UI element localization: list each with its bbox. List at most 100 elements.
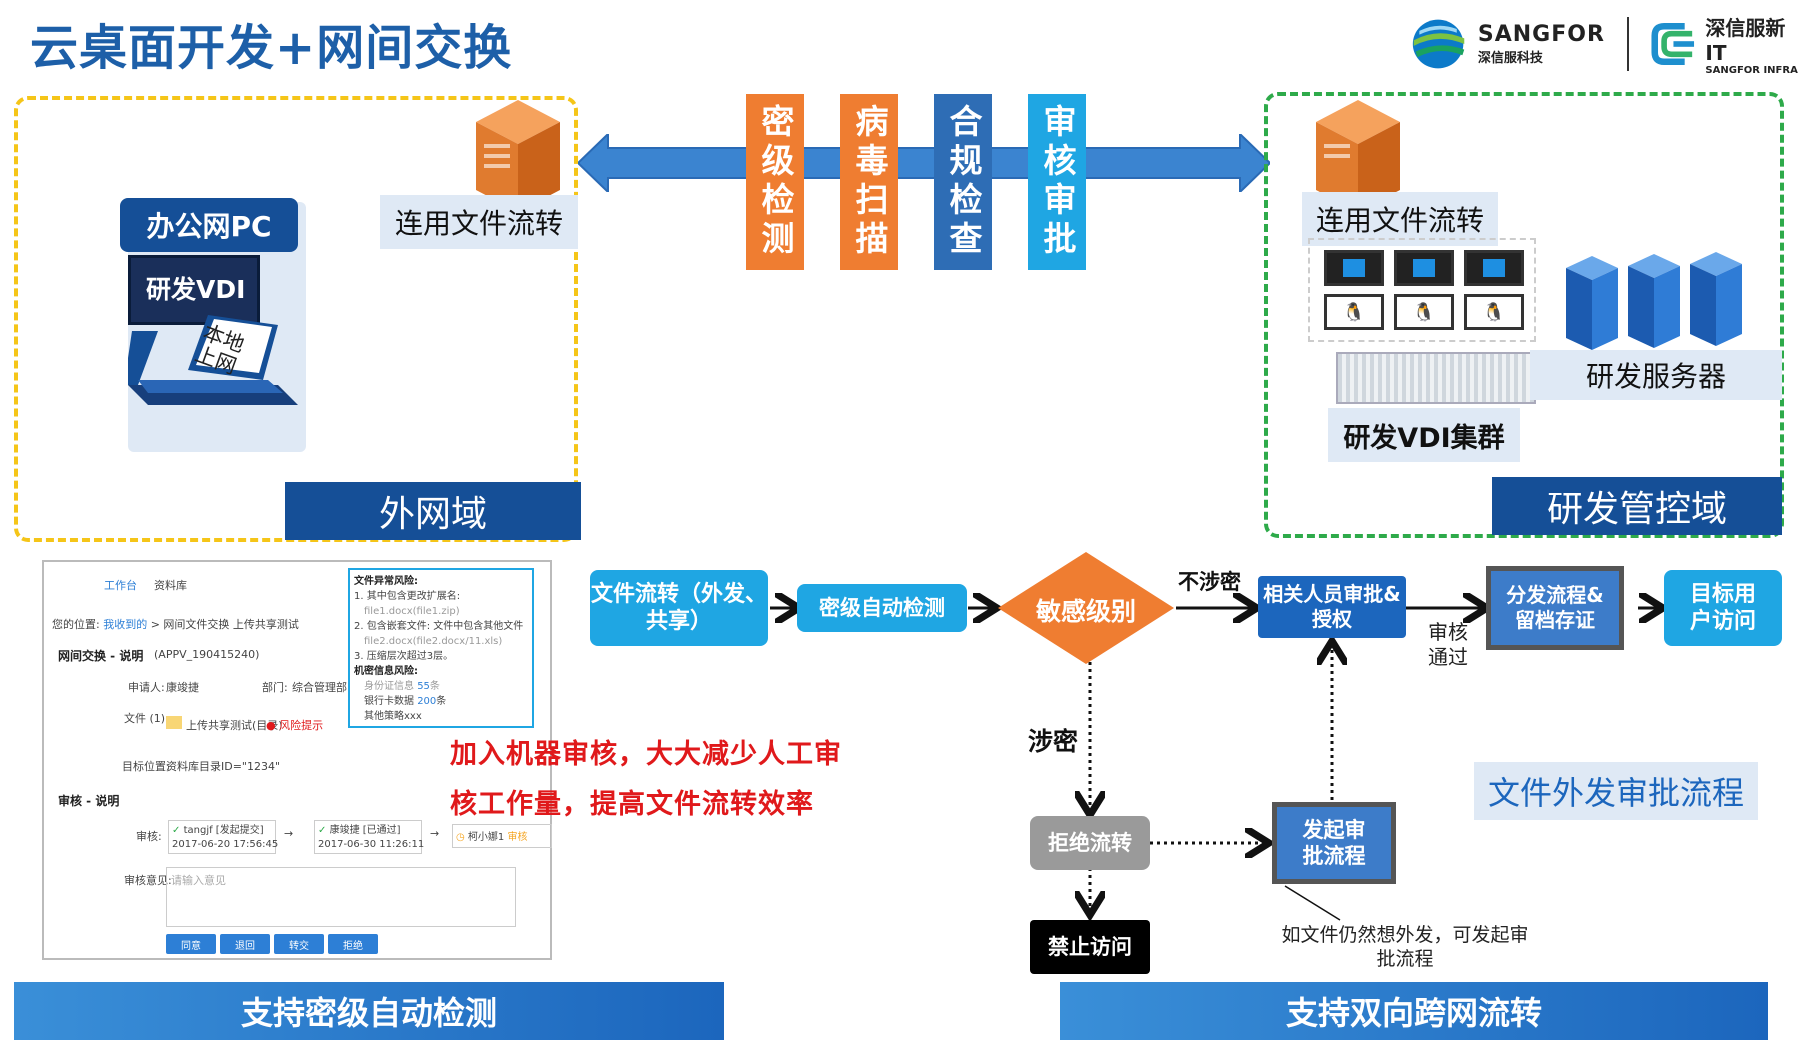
review-step-3: ◷ 柯小娜1 审核 bbox=[452, 824, 552, 848]
linux-icon: 🐧 bbox=[1324, 294, 1384, 330]
breadcrumb-prefix: 您的位置: bbox=[52, 618, 100, 631]
risk-popup: 文件异常风险: 1. 其中包含更改扩展名: file1.docx(file1.z… bbox=[348, 568, 534, 728]
sangfor-sub: 深信服科技 bbox=[1477, 51, 1543, 66]
dept-value: 综合管理部 bbox=[292, 681, 347, 694]
windows-icon bbox=[1464, 250, 1524, 286]
file-transfer-node: 文件流转（外发、共享） bbox=[590, 570, 768, 646]
popup-title2: 机密信息风险: bbox=[354, 666, 418, 677]
target-user-node: 目标用户访问 bbox=[1664, 570, 1782, 646]
red-note-line1: 加入机器审核，大大减少人工审 bbox=[450, 739, 842, 770]
audit-approval-tag: 审核审批 bbox=[1028, 94, 1086, 270]
step1-time: 2017-06-20 17:56:45 bbox=[172, 839, 279, 850]
file-name[interactable]: 上传共享测试(目录) bbox=[186, 719, 283, 732]
popup-other: 其他策略xxx bbox=[364, 711, 422, 722]
infra-logo-icon bbox=[1651, 22, 1694, 66]
popup-bank-label: 银行卡数据 bbox=[364, 696, 414, 707]
linux-icon: 🐧 bbox=[1464, 294, 1524, 330]
office-pc-label: 办公网PC bbox=[120, 198, 298, 252]
approval-screenshot: 工作台 资料库 您的位置: 我收到的 > 网间文件交换 上传共享测试 网间交换 … bbox=[42, 560, 552, 960]
transfer-button[interactable]: 转交 bbox=[274, 934, 324, 954]
windows-icon bbox=[1324, 250, 1384, 286]
sangfor-globe-icon bbox=[1412, 19, 1465, 69]
vdi-label: 研发VDI bbox=[146, 275, 246, 304]
section2-title: 审核 - 说明 bbox=[58, 794, 120, 808]
server-left-icon bbox=[476, 100, 560, 212]
step3-tag: 审核 bbox=[507, 832, 528, 843]
folder-icon bbox=[166, 716, 182, 729]
reject-node: 拒绝流转 bbox=[1030, 816, 1150, 870]
dept-label: 部门: bbox=[262, 681, 288, 694]
section1-code: (APPV_190415240) bbox=[154, 648, 260, 661]
rd-servers-icon bbox=[1566, 252, 1742, 350]
tag-text: 密级检测 bbox=[755, 104, 795, 260]
not-secret-label: 不涉密 bbox=[1178, 570, 1241, 594]
bottom-right-banner: 支持双向跨网流转 bbox=[1060, 982, 1768, 1040]
rd-zone-border bbox=[1264, 92, 1784, 538]
target-label: 目标位置: bbox=[122, 760, 170, 773]
rd-zone-label: 研发管控域 bbox=[1492, 477, 1782, 535]
applicant-label: 申请人: bbox=[128, 681, 165, 694]
auto-detect-node: 密级自动检测 bbox=[797, 584, 967, 632]
tag-text: 合规检查 bbox=[943, 104, 983, 260]
popup-title1: 文件异常风险: bbox=[354, 576, 418, 587]
server-right-icon bbox=[1316, 100, 1400, 212]
vdi-cluster-server bbox=[1336, 352, 1536, 404]
sangfor-name: SANGFOR bbox=[1477, 22, 1605, 47]
external-zone-label: 外网域 bbox=[285, 482, 581, 540]
risk-tip-text: 风险提示 bbox=[279, 719, 324, 732]
step1-name: tangjf [发起提交] bbox=[183, 825, 264, 836]
security-checks: 密级检测 病毒扫描 合规检查 审核审批 bbox=[746, 94, 1086, 270]
forbid-node: 禁止访问 bbox=[1030, 920, 1150, 974]
sangfor-logo: SANGFOR 深信服科技 深信服新IT SANGFOR INFRA bbox=[1410, 14, 1800, 76]
review-step-2: ✓ 康竣捷 [已通过]2017-06-30 11:26:11 bbox=[314, 820, 425, 854]
reject-button[interactable]: 拒绝 bbox=[328, 934, 378, 954]
review-label: 审核: bbox=[136, 830, 162, 843]
return-button[interactable]: 退回 bbox=[220, 934, 270, 954]
tag-text: 审核审批 bbox=[1037, 104, 1077, 260]
infra-name: 深信服新IT bbox=[1705, 16, 1786, 65]
approval-flow-title: 文件外发审批流程 bbox=[1474, 762, 1758, 820]
opinion-label: 审核意见: bbox=[124, 874, 172, 887]
review-step-1: ✓ tangjf [发起提交]2017-06-20 17:56:45 bbox=[168, 820, 279, 854]
approve-button[interactable]: 同意 bbox=[166, 934, 216, 954]
opinion-textarea[interactable]: 请输入意见 bbox=[166, 867, 516, 927]
popup-item1: 1. 其中包含更改扩展名: bbox=[354, 591, 461, 602]
windows-icon bbox=[1394, 250, 1454, 286]
popup-id-count: 55 bbox=[417, 681, 430, 692]
risk-tip[interactable]: ● 风险提示 bbox=[266, 719, 324, 732]
popup-unit: 条 bbox=[436, 696, 447, 707]
secret-label: 涉密 bbox=[1028, 727, 1079, 756]
file-label: 文件 (1): bbox=[124, 712, 169, 725]
arrow-icon: → bbox=[284, 827, 294, 840]
sensitivity-label: 敏感级别 bbox=[1035, 597, 1136, 626]
applicant-value: 康竣捷 bbox=[166, 681, 199, 694]
approved-label: 审核通过 bbox=[1428, 620, 1468, 669]
linux-icon: 🐧 bbox=[1394, 294, 1454, 330]
distribute-node: 分发流程&留档存证 bbox=[1486, 566, 1624, 650]
bottom-left-banner: 支持密级自动检测 bbox=[14, 982, 724, 1040]
start-approval-node: 发起审批流程 bbox=[1272, 802, 1396, 884]
nav-library[interactable]: 资料库 bbox=[154, 579, 187, 592]
vdi-cluster-label: 研发VDI集群 bbox=[1328, 408, 1520, 462]
rd-servers-label: 研发服务器 bbox=[1530, 350, 1782, 400]
callout-note: 如文件仍然想外发，可发起审批流程 bbox=[1281, 924, 1529, 970]
nav-workbench[interactable]: 工作台 bbox=[104, 579, 137, 592]
virus-scan-tag: 病毒扫描 bbox=[840, 94, 898, 270]
step3-name: 柯小娜1 bbox=[467, 832, 505, 843]
breadcrumb-link[interactable]: 我收到的 bbox=[103, 618, 148, 631]
red-note-line2: 核工作量，提高文件流转效率 bbox=[450, 789, 814, 820]
step2-name: 康竣捷 [已通过] bbox=[329, 825, 401, 836]
infra-sub: SANGFOR INFRA bbox=[1705, 65, 1798, 76]
popup-item3: 3. 压缩层次超过3层。 bbox=[354, 651, 454, 662]
breadcrumb-rest: > 网间文件交换 上传共享测试 bbox=[150, 618, 299, 631]
compliance-check-tag: 合规检查 bbox=[934, 94, 992, 270]
right-file-relay-label: 连用文件流转 bbox=[1302, 192, 1498, 246]
step2-time: 2017-06-30 11:26:11 bbox=[318, 839, 425, 850]
popup-unit: 条 bbox=[429, 681, 440, 692]
breadcrumb: 您的位置: 我收到的 > 网间文件交换 上传共享测试 bbox=[52, 616, 299, 632]
approver-node: 相关人员审批&授权 bbox=[1258, 576, 1406, 638]
laptop-icon bbox=[128, 255, 298, 405]
page-title: 云桌面开发+网间交换 bbox=[30, 20, 513, 76]
target-value: 资料库目录ID="1234" bbox=[166, 760, 281, 773]
